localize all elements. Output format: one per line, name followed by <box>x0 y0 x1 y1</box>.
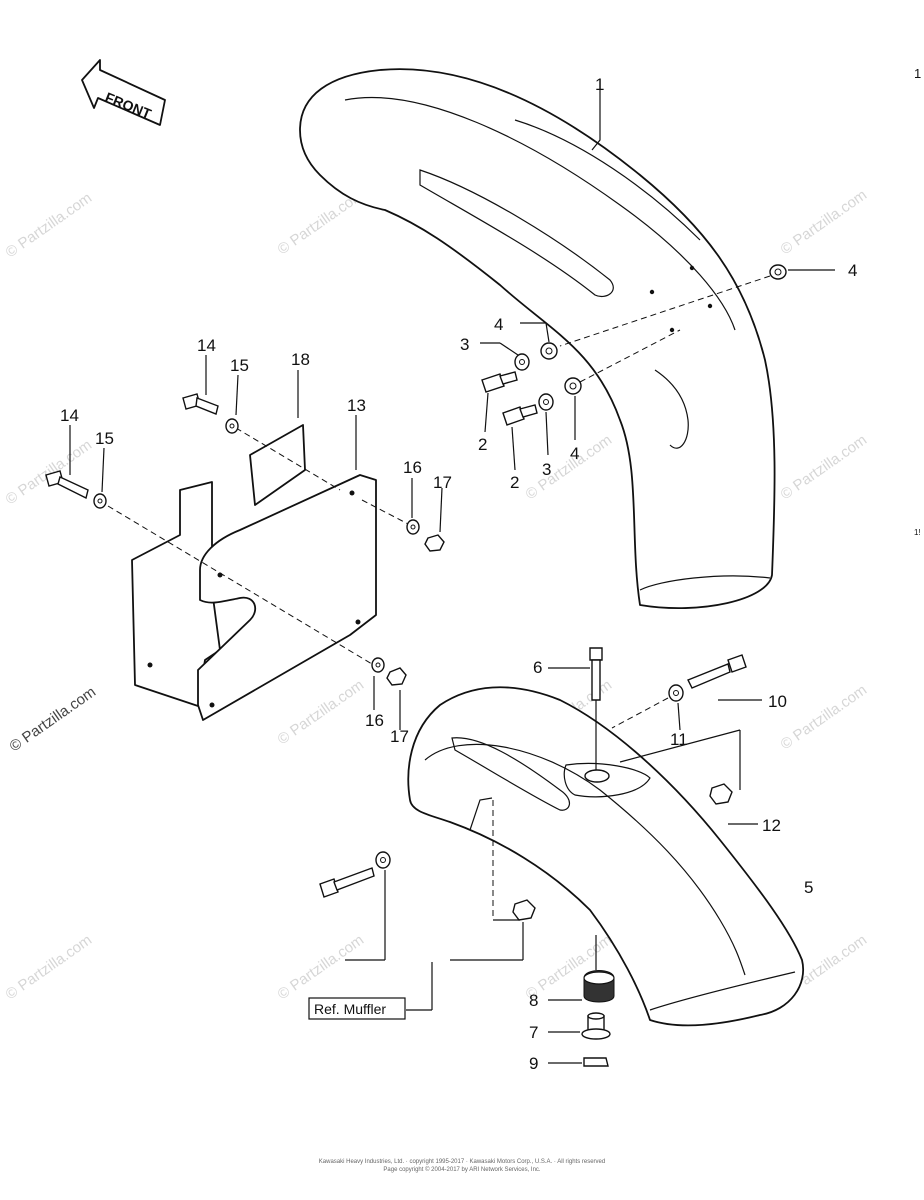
callout-17-lower: 17 <box>390 727 409 746</box>
callout-4-top: 4 <box>494 315 503 334</box>
watermark-dark: © Partzilla.com <box>7 683 100 755</box>
copyright-footer: Kawasaki Heavy Industries, Ltd. · copyri… <box>319 1159 605 1173</box>
front-arrow: FRONT <box>81 59 166 126</box>
edge-mark-mid: 1! <box>914 528 921 537</box>
bolt-2-top <box>481 373 505 393</box>
watermark-12: © Partzilla.com <box>778 431 871 503</box>
part-18-plate <box>249 424 306 506</box>
callout-5: 5 <box>804 878 813 897</box>
watermark-5: © Partzilla.com <box>275 676 368 748</box>
callout-18: 18 <box>291 350 310 369</box>
callout-16-lower: 16 <box>365 711 384 730</box>
callout-labels: 1 4 4 3 2 3 4 2 14 15 18 13 14 15 16 17 … <box>60 66 921 1073</box>
callout-1: 1 <box>595 75 604 94</box>
license-bracket <box>197 474 377 721</box>
watermark-11: © Partzilla.com <box>778 186 871 258</box>
copyright-line-1: Kawasaki Heavy Industries, Ltd. · copyri… <box>319 1159 605 1165</box>
callout-4-right: 4 <box>848 261 857 280</box>
callout-7: 7 <box>529 1023 538 1042</box>
rear-fender-hardware: Ref. Muffler <box>308 647 762 1067</box>
callout-3-lower: 3 <box>542 460 551 479</box>
callout-11: 11 <box>670 730 688 749</box>
callout-12: 12 <box>762 816 781 835</box>
license-bracket-group <box>45 355 445 730</box>
watermark-1: © Partzilla.com <box>3 189 96 261</box>
copyright-line-2: Page copyright © 2004-2017 by ARI Networ… <box>383 1166 540 1173</box>
edge-mark-top: 1 <box>914 66 921 81</box>
callout-9: 9 <box>529 1054 538 1073</box>
watermark-6: © Partzilla.com <box>275 931 368 1003</box>
watermark-2: © Partzilla.com <box>3 436 96 508</box>
callout-15-top: 15 <box>230 356 249 375</box>
callout-4-lower: 4 <box>570 444 579 463</box>
callout-13: 13 <box>347 396 366 415</box>
ref-muffler-box <box>308 997 406 1020</box>
callout-2-left: 2 <box>478 435 487 454</box>
callout-17-upper: 17 <box>433 473 452 492</box>
ref-muffler-label: Ref. Muffler <box>314 1001 386 1017</box>
watermark-8: © Partzilla.com <box>523 431 616 503</box>
watermark-13: © Partzilla.com <box>778 681 871 753</box>
callout-15-left: 15 <box>95 429 114 448</box>
callout-16-upper: 16 <box>403 458 422 477</box>
bolt-2-lower <box>502 406 525 426</box>
watermark-3: © Partzilla.com <box>3 931 96 1003</box>
callout-8: 8 <box>529 991 538 1010</box>
callout-2-lower: 2 <box>510 473 519 492</box>
callout-10: 10 <box>768 692 787 711</box>
front-fender-hardware <box>480 264 835 471</box>
callout-6: 6 <box>533 658 542 677</box>
front-fender <box>299 68 776 610</box>
callout-3-top: 3 <box>460 335 469 354</box>
callout-14-left: 14 <box>60 406 79 425</box>
callout-14-top: 14 <box>197 336 216 355</box>
rear-fender <box>407 686 804 1027</box>
